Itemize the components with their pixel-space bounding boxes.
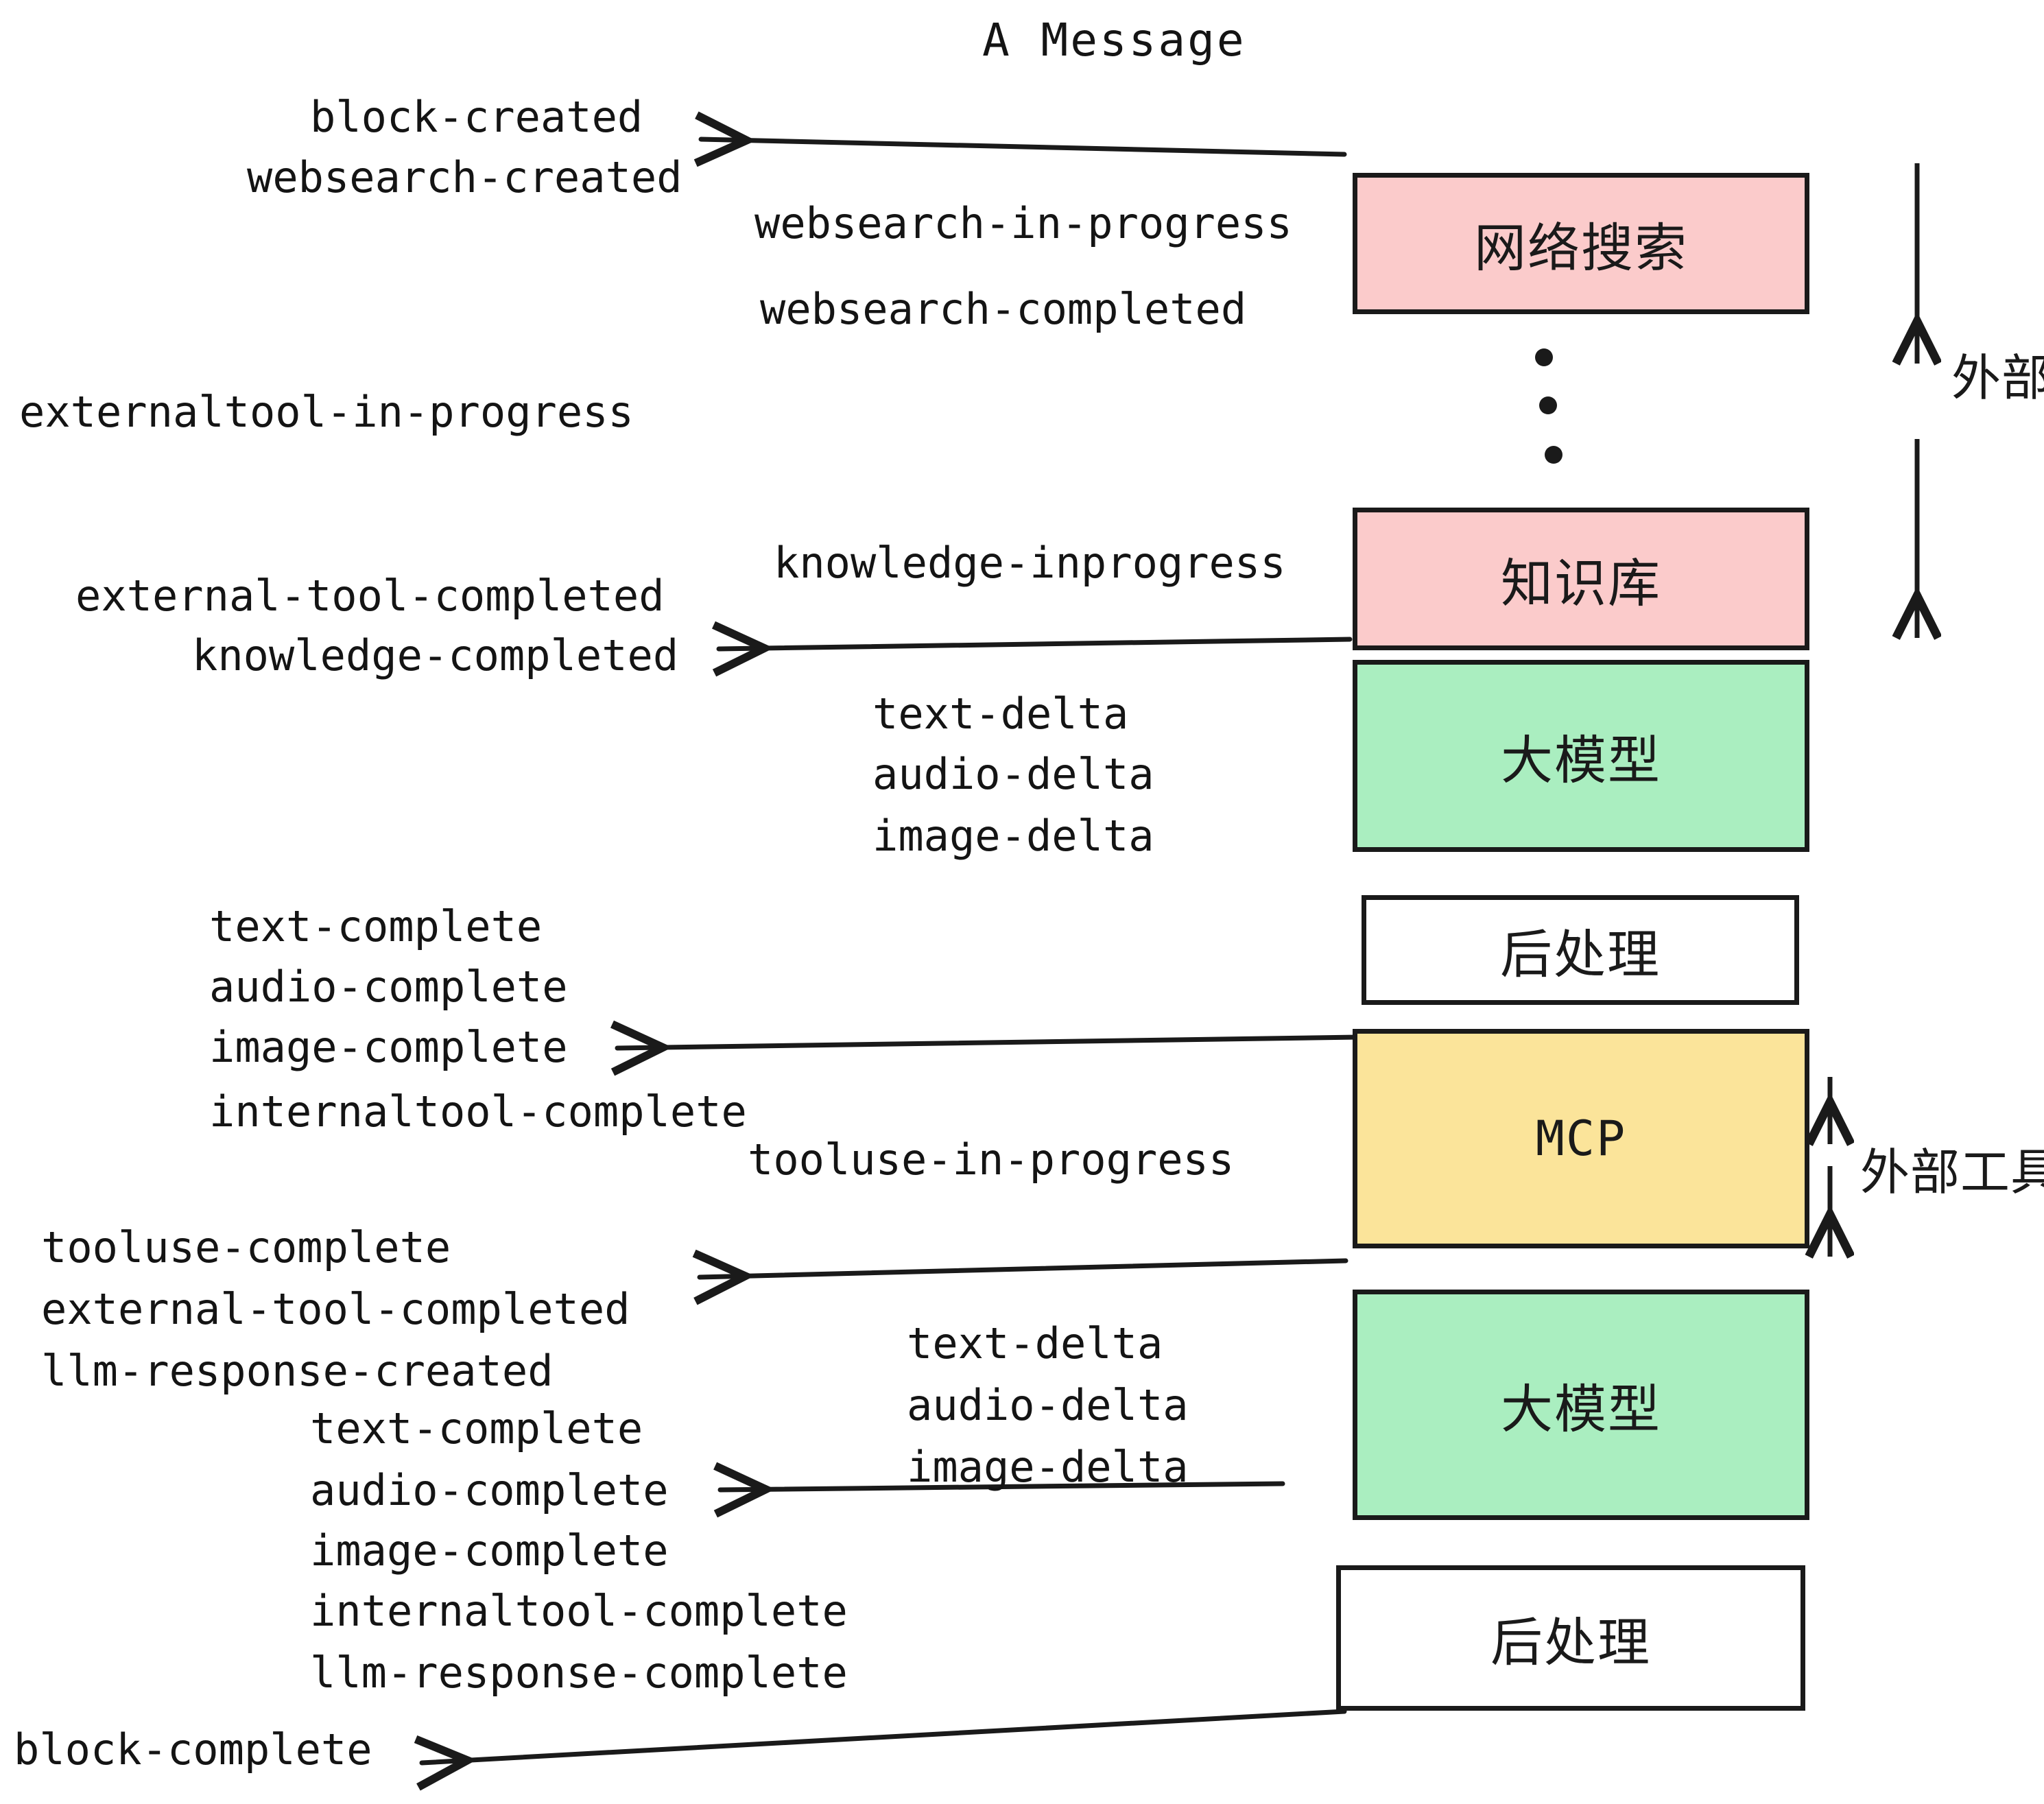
event-label-text-delta-2: text-delta <box>907 1318 1163 1368</box>
event-label-audio-complete-1: audio-complete <box>209 962 568 1012</box>
node-websearch: 网络搜索 <box>1353 173 1809 314</box>
event-label-knowledge-inprogress: knowledge-inprogress <box>774 538 1286 588</box>
diagram-title: A Message <box>982 14 1246 67</box>
arrow-block-complete <box>422 1709 1347 1763</box>
node-label: 后处理 <box>1500 924 1661 985</box>
external-tools-label-bottom: 外部工具 <box>1860 1143 2044 1201</box>
event-label-audio-complete-2: audio-complete <box>310 1465 669 1515</box>
event-label-text-complete-1: text-complete <box>209 901 543 951</box>
arrow-knowledge-completed <box>719 639 1353 649</box>
node-label: 大模型 <box>1501 730 1661 791</box>
ellipsis-dot-3 <box>1545 446 1562 464</box>
ellipsis-dot-2 <box>1539 396 1557 414</box>
event-label-llm-response-created: llm-response-created <box>41 1346 554 1396</box>
event-label-image-complete-1: image-complete <box>209 1022 568 1072</box>
arrow-tooluse-complete <box>700 1261 1348 1277</box>
event-label-tooluse-complete: tooluse-complete <box>41 1222 451 1272</box>
event-label-knowledge-completed: knowledge-completed <box>192 630 679 680</box>
event-label-image-delta-2: image-delta <box>907 1442 1189 1492</box>
arrow-block-created <box>701 139 1347 154</box>
event-label-audio-delta-1: audio-delta <box>872 749 1154 799</box>
node-llm-1: 大模型 <box>1353 660 1809 852</box>
node-label: MCP <box>1535 1111 1627 1167</box>
node-postprocess-1: 后处理 <box>1362 895 1799 1005</box>
event-label-audio-delta-2: audio-delta <box>907 1380 1189 1430</box>
node-mcp: MCP <box>1353 1029 1809 1248</box>
ellipsis-dot-1 <box>1535 348 1553 366</box>
event-label-llm-response-complete: llm-response-complete <box>310 1648 848 1698</box>
arrow-image-complete <box>617 1037 1361 1048</box>
event-label-block-complete: block-complete <box>14 1724 372 1775</box>
event-label-websearch-created: websearch-created <box>247 152 682 202</box>
event-label-external-tool-completed-1: external-tool-completed <box>75 571 665 621</box>
event-label-block-created: block-created <box>310 92 643 142</box>
event-label-websearch-in-progress: websearch-in-progress <box>754 198 1292 248</box>
node-knowledge: 知识库 <box>1353 508 1809 650</box>
event-arrows <box>422 139 1361 1763</box>
node-label: 知识库 <box>1501 553 1661 614</box>
external-tools-label-top: 外部工具 <box>1951 349 2044 407</box>
event-label-internaltool-complete-2: internaltool-complete <box>310 1586 848 1636</box>
node-llm-2: 大模型 <box>1353 1290 1809 1520</box>
node-postprocess-2: 后处理 <box>1336 1565 1805 1711</box>
event-label-tooluse-in-progress: tooluse-in-progress <box>748 1135 1235 1185</box>
event-label-image-complete-2: image-complete <box>310 1526 669 1576</box>
event-label-externaltool-in-progress: externaltool-in-progress <box>19 387 634 437</box>
event-label-websearch-completed: websearch-completed <box>760 284 1247 334</box>
event-label-external-tool-completed-2: external-tool-completed <box>41 1284 630 1334</box>
node-label: 网络搜索 <box>1474 217 1688 278</box>
event-label-image-delta-1: image-delta <box>872 811 1154 861</box>
node-label: 大模型 <box>1501 1379 1661 1440</box>
node-label: 后处理 <box>1490 1612 1651 1673</box>
event-label-text-complete-2: text-complete <box>310 1403 643 1453</box>
event-label-internaltool-complete-1: internaltool-complete <box>209 1087 747 1137</box>
event-label-text-delta-1: text-delta <box>872 689 1129 739</box>
